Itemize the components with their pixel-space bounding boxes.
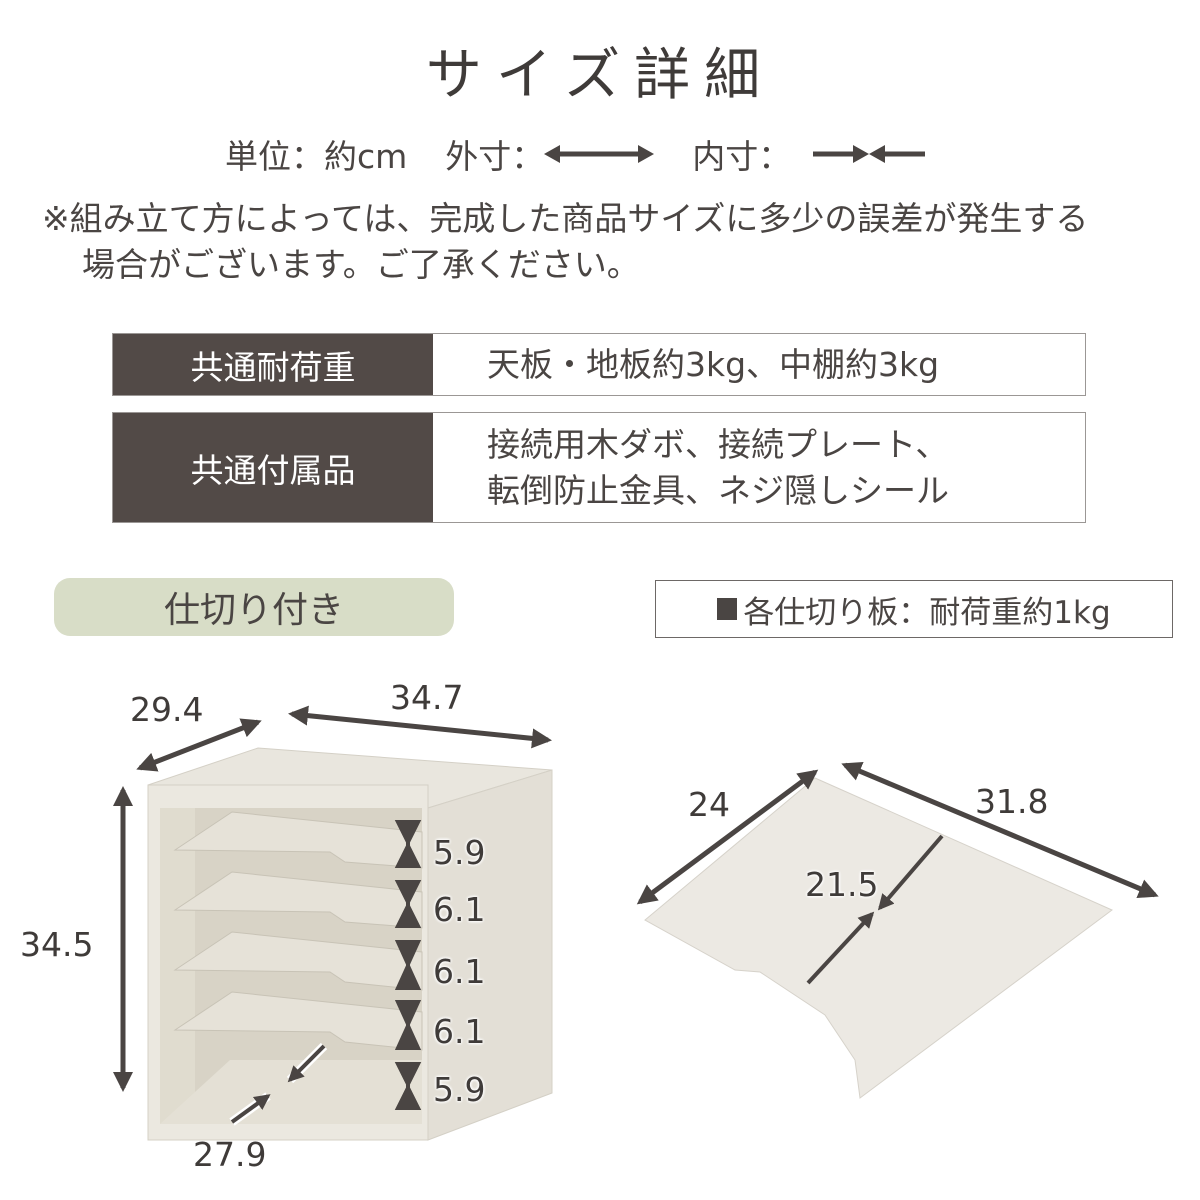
partition-load-note: 各仕切り板：耐荷重約1kg (655, 580, 1173, 638)
spec-value: 天板・地板約3kg、中棚約3kg (433, 334, 1085, 395)
spec-label: 共通耐荷重 (113, 334, 433, 395)
square-bullet-icon (717, 598, 738, 620)
assembly-note: ※組み立て方によっては、完成した商品サイズに多少の誤差が発生する 場合がございま… (42, 196, 1088, 288)
cabinet-height-label: 34.5 (20, 925, 94, 964)
spec-row-accessories: 共通付属品 接続用木ダボ、接続プレート、 転倒防止金具、ネジ隠しシール (112, 412, 1086, 523)
spec-value: 接続用木ダボ、接続プレート、 転倒防止金具、ネジ隠しシール (433, 413, 1085, 522)
board-depth-label: 24 (688, 785, 730, 824)
shelf-gap-label: 5.9 (433, 833, 486, 872)
outer-dimension-label: 外寸： (445, 137, 545, 176)
units-legend: 単位：約cm 外寸： 内寸： (225, 130, 926, 178)
spec-row-load: 共通耐荷重 天板・地板約3kg、中棚約3kg (112, 333, 1086, 396)
shelf-gap-label: 6.1 (433, 890, 486, 929)
spec-value-line: 接続用木ダボ、接続プレート、 (487, 424, 949, 464)
arrows-inward-icon (813, 145, 926, 163)
inner-dimension-label: 内寸： (692, 137, 792, 176)
shelf-gap-label: 6.1 (433, 1012, 486, 1051)
cabinet-inner-depth-label: 27.9 (193, 1135, 267, 1174)
cabinet-depth-label: 29.4 (130, 690, 204, 729)
note-line-2: 場合がございます。ご了承ください。 (82, 245, 640, 284)
spec-value-line: 転倒防止金具、ネジ隠しシール (487, 470, 949, 510)
partition-board-illustration (636, 761, 1159, 1099)
note-line-1: ※組み立て方によっては、完成した商品サイズに多少の誤差が発生する (42, 199, 1089, 238)
cabinet-illustration (113, 705, 553, 1141)
partition-note-text: 各仕切り板：耐荷重約1kg (743, 594, 1111, 631)
cabinet-width-label: 34.7 (390, 678, 464, 717)
spec-value-line: 天板・地板約3kg、中棚約3kg (487, 344, 940, 384)
page-title: サイズ詳細 (425, 43, 775, 108)
board-width-label: 31.8 (975, 782, 1049, 821)
board-inner-depth-label: 21.5 (805, 865, 879, 904)
shelf-gap-label: 5.9 (433, 1070, 486, 1109)
spec-label: 共通付属品 (113, 413, 433, 522)
unit-label: 単位：約cm (225, 137, 408, 176)
section-pill: 仕切り付き (54, 578, 454, 636)
double-arrow-outward-icon (544, 145, 655, 163)
shelf-gap-label: 6.1 (433, 952, 486, 991)
